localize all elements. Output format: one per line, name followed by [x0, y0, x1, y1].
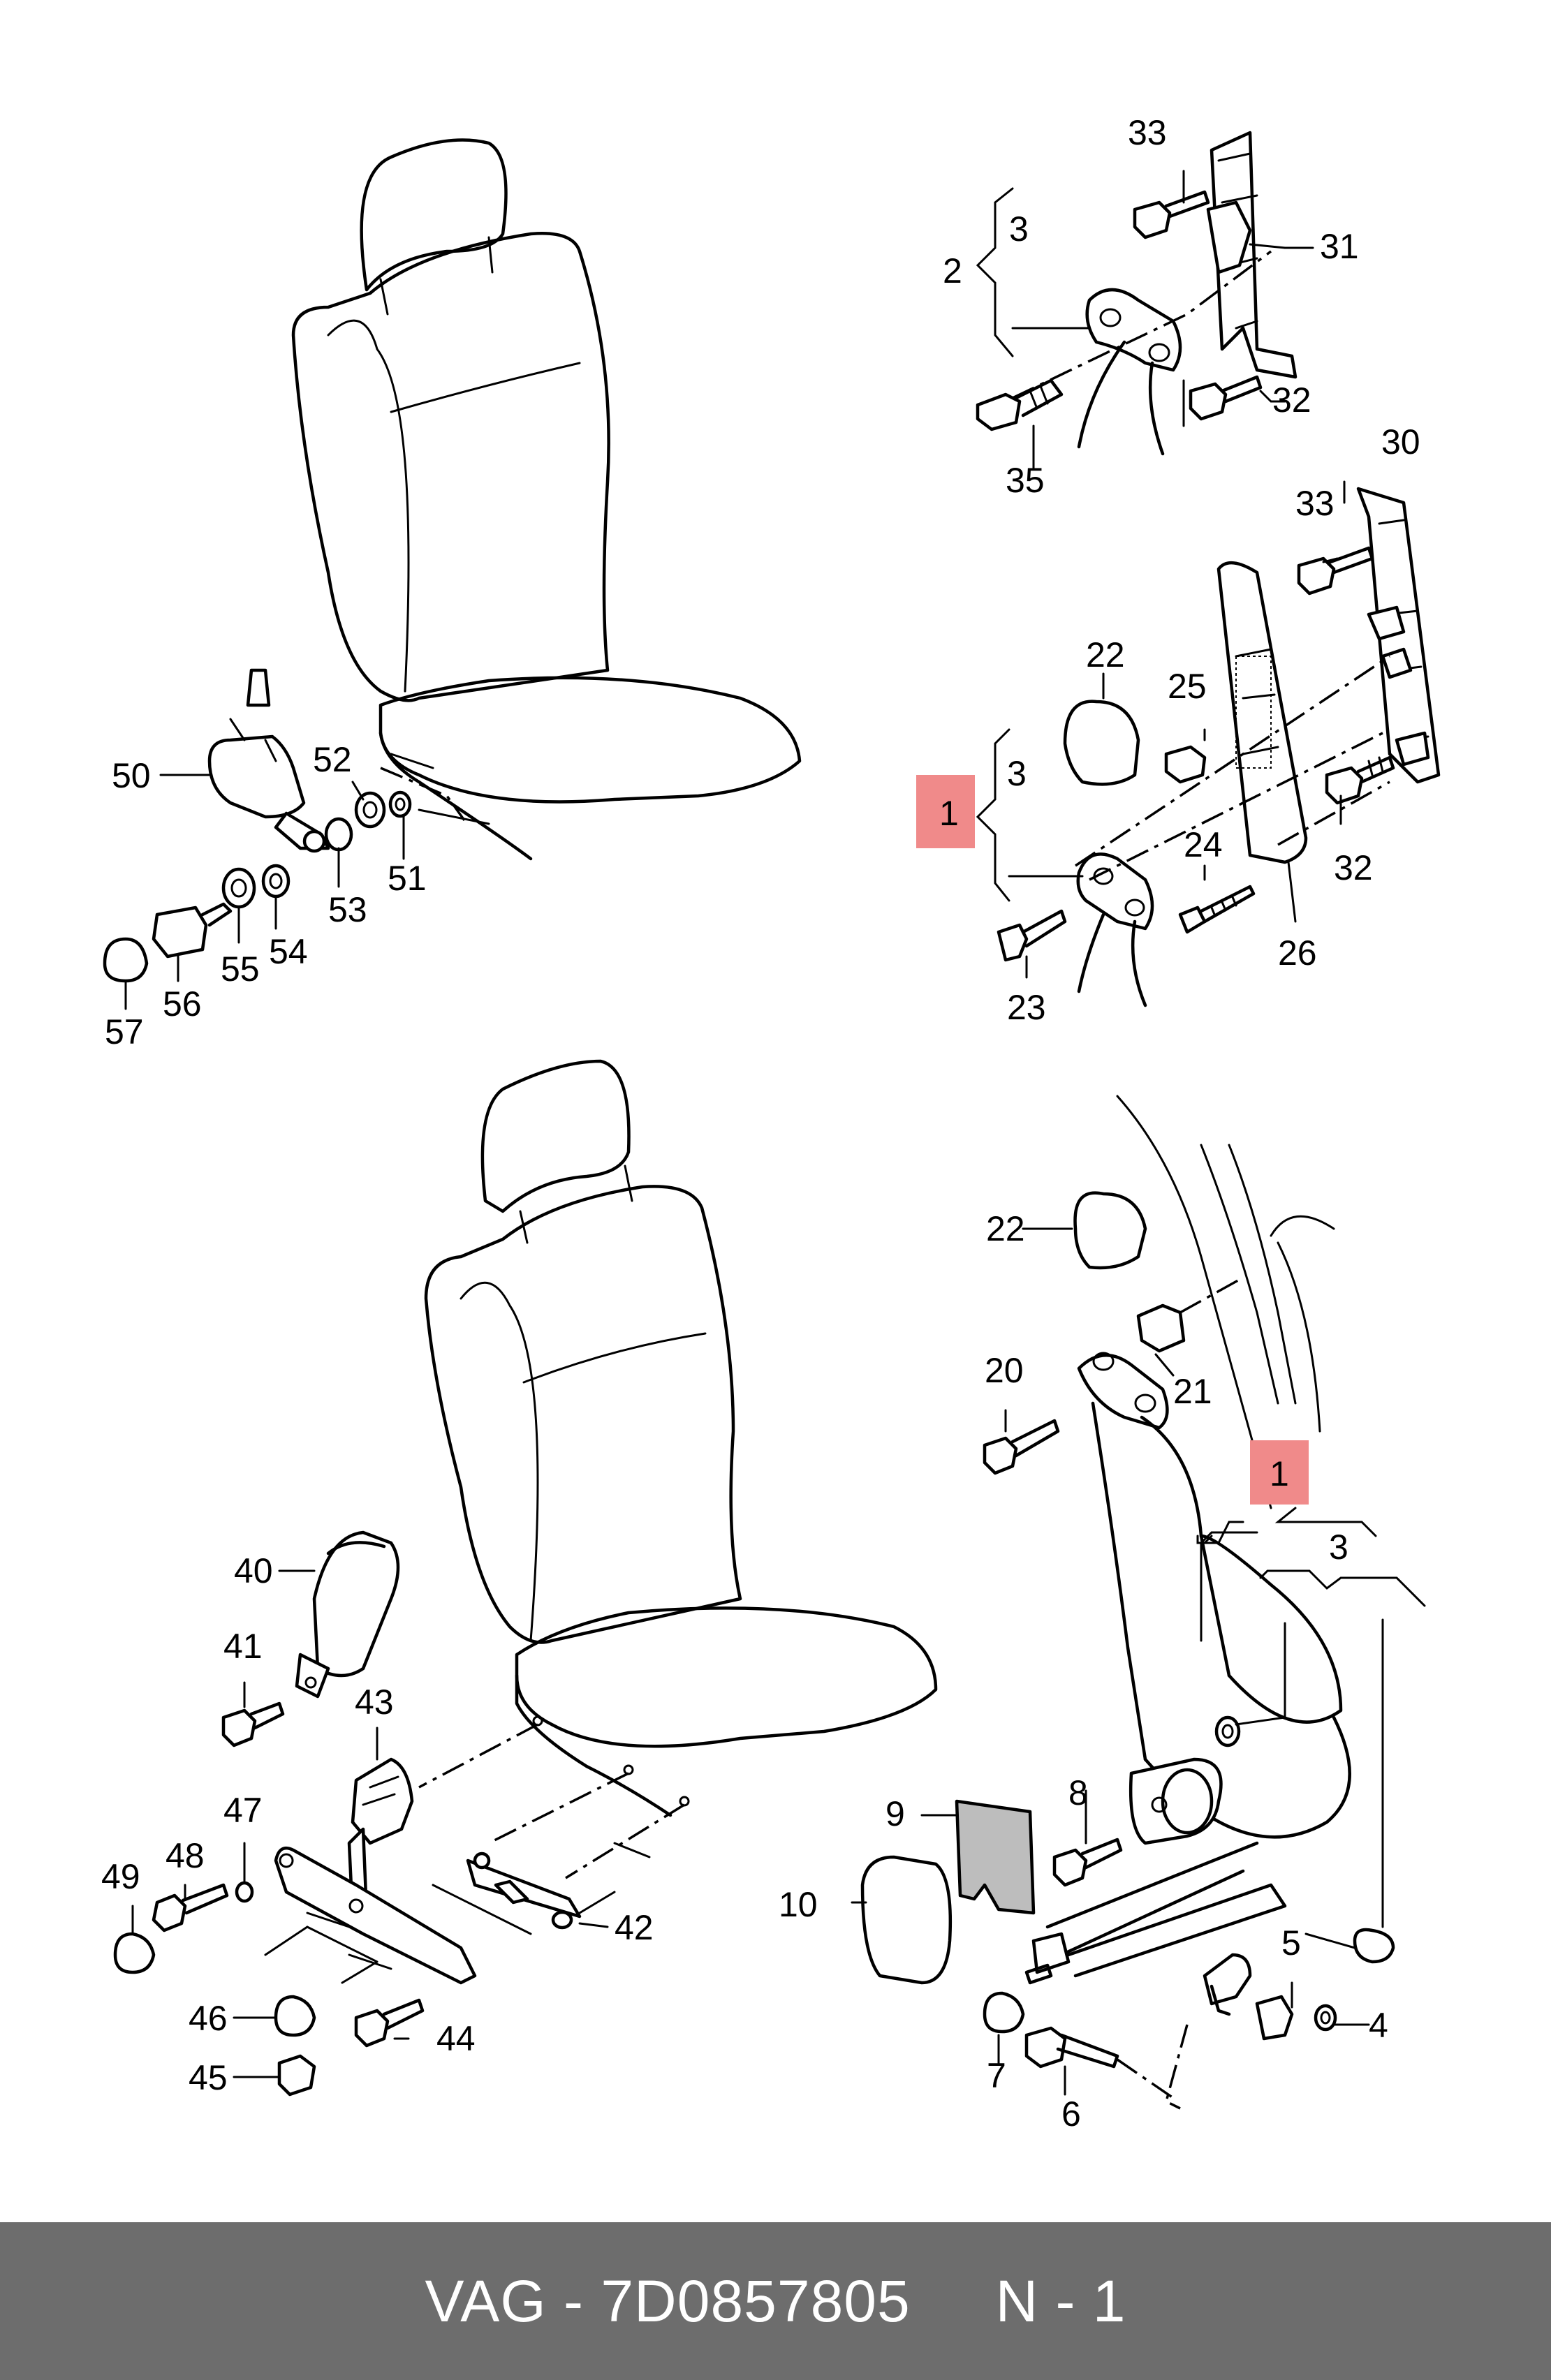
label-1-highlight-mid: [916, 775, 975, 848]
label-45: 45: [189, 2058, 228, 2097]
label-40: 40: [234, 1551, 273, 1590]
label-22-lower: 22: [986, 1209, 1025, 1248]
spacer-21: [1136, 1276, 1244, 1353]
label-56: 56: [163, 984, 202, 1023]
label-57: 57: [105, 1012, 144, 1051]
label-49: 49: [101, 1857, 140, 1896]
bracket-44-46: [264, 1846, 477, 1985]
label-53: 53: [328, 890, 367, 929]
belt-webbing-1: [1045, 1352, 1351, 1957]
label-33-top: 33: [1128, 113, 1167, 152]
label-52: 52: [313, 740, 352, 779]
label-5: 5: [1281, 1923, 1301, 1963]
label-43: 43: [355, 1683, 394, 1722]
cover-22-mid: [1063, 700, 1140, 786]
washers-47-49: [113, 1881, 254, 1974]
seat-belt-parts-diagram: 33 3 31 2 32 35 30 33 22 25 3 1 24 32 26…: [101, 113, 1441, 2134]
label-26: 26: [1278, 933, 1317, 973]
label-51: 51: [388, 859, 427, 898]
guide-loop-top: [1012, 250, 1272, 456]
bolt-6-cap-7: [983, 1991, 1174, 2099]
bolt-23: [997, 909, 1067, 962]
label-47: 47: [223, 1791, 263, 1830]
bracket-1-3-mid: [976, 728, 1084, 902]
label-30: 30: [1381, 422, 1420, 461]
label-44: 44: [436, 2019, 476, 2058]
bolt-20: [983, 1419, 1060, 1475]
footer-separator: -: [564, 2268, 584, 2334]
label-1-mid: 1: [939, 794, 959, 833]
label-3-mid: 3: [1007, 754, 1027, 793]
label-35: 35: [1006, 461, 1045, 500]
label-31: 31: [1320, 227, 1359, 266]
washers-51-55: [221, 767, 466, 909]
label-41: 41: [223, 1627, 263, 1666]
cover-10: [860, 1855, 953, 1985]
buckle-5: [1164, 1953, 1294, 2110]
bolt-32-top: [1189, 375, 1263, 421]
bolt-8: [1052, 1838, 1123, 1887]
label-54: 54: [269, 932, 308, 971]
label-9: 9: [885, 1794, 905, 1833]
buckle-40: [295, 1530, 400, 1699]
label-55: 55: [221, 949, 260, 989]
bolt-33-mid: [1297, 546, 1374, 596]
rail-42: [432, 1842, 651, 1935]
footer-brand: VAG: [425, 2268, 547, 2334]
label-46: 46: [189, 1999, 228, 2038]
part-50-belt-anchor: [207, 668, 330, 850]
label-42: 42: [615, 1908, 654, 1947]
label-22-mid: 22: [1086, 635, 1125, 674]
upper-seat-illustration: [291, 138, 802, 861]
cover-22-lower: [1073, 1191, 1147, 1270]
label-32-mid: 32: [1334, 848, 1373, 887]
footer-gap: [911, 2268, 996, 2335]
label-1-lower: 1: [1270, 1454, 1289, 1493]
label-8: 8: [1068, 1773, 1088, 1812]
label-32-top: 32: [1272, 380, 1311, 420]
lap-belt-end: [1024, 1883, 1287, 1985]
body-pillar-lines: [1116, 1095, 1335, 1509]
height-adjuster-31: [1206, 131, 1298, 379]
guide-ring: [1214, 1715, 1241, 1747]
label-50: 50: [112, 756, 151, 795]
screw-24: [1178, 885, 1256, 934]
bolt-41: [221, 1701, 285, 1747]
lower-seat-illustration: [418, 1059, 938, 1879]
bolt-35: [976, 378, 1064, 431]
bolt-44: [354, 1998, 425, 2048]
label-33-mid: 33: [1295, 484, 1335, 523]
nut-4-cap: [1304, 1928, 1395, 2032]
label-25: 25: [1168, 667, 1207, 706]
foam-pad-9: [955, 1799, 1036, 1915]
retractor: [1129, 1757, 1223, 1845]
label-48: 48: [166, 1836, 205, 1875]
label-7: 7: [987, 2056, 1006, 2095]
spacer-25: [1164, 745, 1207, 784]
footer-bar: VAG - 7D0857805 N - 1: [0, 2222, 1551, 2380]
label-4: 4: [1369, 2006, 1388, 2045]
label-23: 23: [1007, 988, 1046, 1027]
label-3-lower: 3: [1329, 1528, 1348, 1567]
bolt-33-top: [1133, 190, 1210, 239]
bolt-56-and-cap-57: [103, 902, 233, 983]
bracket-1-3-lower: [1196, 1507, 1426, 1928]
cap-46-nut-45: [274, 1995, 316, 2097]
footer-part-number: 7D0857805: [601, 2268, 911, 2334]
label-24: 24: [1184, 825, 1223, 864]
bolt-32-mid: [1325, 755, 1395, 805]
label-6: 6: [1061, 2094, 1081, 2134]
bracket-2-3-top: [976, 187, 1091, 357]
label-20: 20: [985, 1351, 1024, 1390]
trim-panel-26: [1216, 561, 1308, 864]
label-10: 10: [779, 1885, 818, 1924]
label-1-highlight-lower: [1250, 1440, 1309, 1505]
guide-loop-mid: [1075, 655, 1390, 1007]
footer-page: N - 1: [995, 2268, 1126, 2334]
label-3-top: 3: [1009, 209, 1029, 249]
part-labels: 33 3 31 2 32 35 30 33 22 25 3 1 24 32 26…: [101, 113, 1420, 2134]
label-21: 21: [1173, 1372, 1212, 1411]
label-2: 2: [943, 251, 962, 290]
leader-lines: [124, 170, 1370, 2096]
